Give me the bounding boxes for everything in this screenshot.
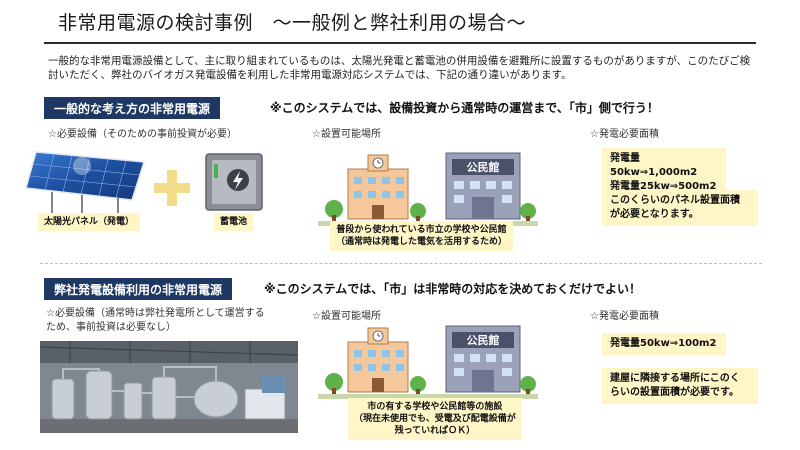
section2-location-caption-line2: （現在未使用でも、受電及び配電設備が bbox=[354, 414, 516, 424]
bolt-icon bbox=[233, 171, 243, 190]
battery-icon bbox=[205, 153, 263, 211]
section2-note: ※このシステムでは、「市」は非常時の対応を決めておくだけでよい！ bbox=[264, 282, 641, 296]
section1-note: ※このシステムでは、設備投資から通常時の運営まで、「市」側で行う！ bbox=[270, 101, 659, 115]
section1-location-label: ☆設置可能場所 bbox=[312, 129, 381, 140]
section1-equipment-label: ☆必要設備（そのための事前投資が必要） bbox=[48, 129, 237, 140]
section1-area-line1: 発電量50kw⇒1,000m2 bbox=[610, 153, 698, 178]
section-divider bbox=[40, 263, 762, 264]
section2-area-note-line1: 建屋に隣接する場所にこのく bbox=[610, 373, 740, 384]
section1-banner: 一般的な考え方の非常用電源 bbox=[44, 97, 221, 119]
solar-panel-icon bbox=[25, 151, 145, 214]
title-underline bbox=[44, 42, 756, 44]
section2-equipment-label-line1: ☆必要設備（通常時は弊社発電所として運営する bbox=[46, 308, 265, 319]
section1-location-caption-line2: （通常時は発電した電気を活用するため） bbox=[336, 237, 508, 247]
section2-equipment-label: ☆必要設備（通常時は弊社発電所として運営する ため、事前投資は必要なし） bbox=[46, 307, 265, 335]
section2-area-note: 建屋に隣接する場所にこのく らいの設置面積が必要です。 bbox=[602, 368, 758, 404]
section2-equipment-label-line2: ため、事前投資は必要なし） bbox=[46, 322, 176, 333]
section2-location-caption-line1: 市の有する学校や公民館等の施設 bbox=[367, 402, 503, 412]
section1-area-values: 発電量50kw⇒1,000m2 発電量25kw⇒500m2 bbox=[602, 148, 726, 198]
biogas-plant-photo bbox=[40, 341, 298, 433]
section1-area-note-line2: が必要となります。 bbox=[610, 209, 699, 220]
section2-area-label: ☆発電必要面積 bbox=[590, 311, 659, 322]
school-icon: 公民館 bbox=[318, 152, 538, 226]
section2-area-values: 発電量50kw⇒100m2 bbox=[602, 333, 726, 355]
section2-location-label: ☆設置可能場所 bbox=[312, 311, 381, 322]
section1-area-note: このくらいのパネル設置面積 が必要となります。 bbox=[602, 190, 758, 226]
section1-location-caption-line1: 普段から使われている市立の学校や公民館 bbox=[336, 225, 507, 235]
section2-area-line1: 発電量50kw⇒100m2 bbox=[610, 338, 717, 349]
battery-caption: 蓄電池 bbox=[214, 213, 254, 231]
plus-icon bbox=[154, 170, 190, 206]
section1-location-caption: 普段から使われている市立の学校や公民館 （通常時は発電した電気を活用するため） bbox=[330, 221, 514, 251]
section2-location-caption-line3: 残っていればＯＫ） bbox=[394, 426, 476, 436]
section2-banner: 弊社発電設備利用の非常用電源 bbox=[44, 278, 233, 300]
community-hall-icon: 公民館 bbox=[318, 325, 538, 399]
section1-area-line2: 発電量25kw⇒500m2 bbox=[610, 181, 717, 192]
hall-sign: 公民館 bbox=[467, 333, 500, 347]
intro-text: 一般的な非常用電源設備として、主に取り組まれているものは、太陽光発電と蓄電池の併… bbox=[48, 55, 751, 81]
page-title: 非常用電源の検討事例 ～一般例と弊社利用の場合～ bbox=[58, 12, 527, 34]
section1-area-note-line1: このくらいのパネル設置面積 bbox=[610, 195, 740, 206]
solar-panel-caption: 太陽光パネル（発電） bbox=[38, 213, 141, 231]
section1-area-label: ☆発電必要面積 bbox=[590, 129, 659, 140]
hall-sign: 公民館 bbox=[467, 160, 500, 174]
section2-area-note-line2: らいの設置面積が必要です。 bbox=[610, 387, 739, 398]
section2-location-caption: 市の有する学校や公民館等の施設 （現在未使用でも、受電及び配電設備が 残っていれ… bbox=[348, 398, 522, 440]
